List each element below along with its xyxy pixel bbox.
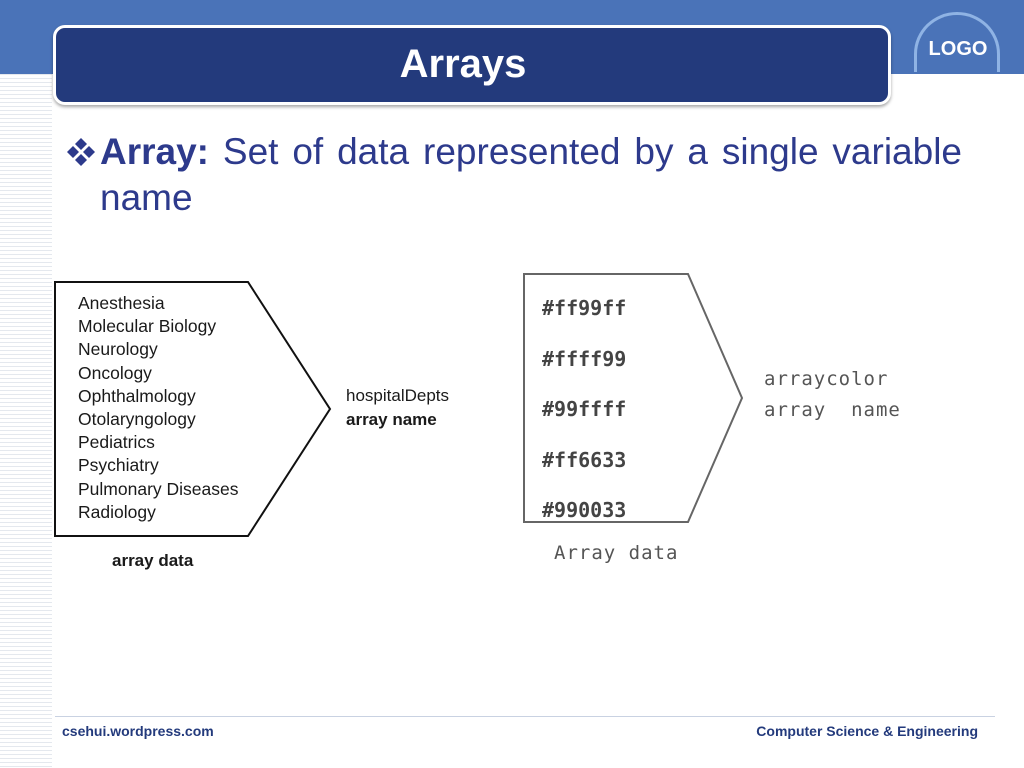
color-array-name-label: array name xyxy=(764,399,901,421)
four-diamond-bullet-icon xyxy=(67,138,95,166)
hospital-array-name-value: hospitalDepts xyxy=(346,386,450,405)
list-item: Psychiatry xyxy=(78,455,159,476)
logo: LOGO xyxy=(928,38,988,60)
list-item: Anesthesia xyxy=(78,293,165,313)
list-item: Oncology xyxy=(78,362,152,383)
slide-title: Arrays xyxy=(399,42,527,86)
footer-divider xyxy=(55,716,995,717)
footer-website: csehui.wordpress.com xyxy=(62,723,214,739)
list-item: #ff99ff xyxy=(542,296,627,320)
definition-term: Array: xyxy=(100,131,209,172)
list-item: Ophthalmology xyxy=(78,385,196,406)
hospital-array-shape xyxy=(54,281,332,537)
color-values-list: #ff99ff #ffff99 #99ffff #ff6633 #990033 xyxy=(542,283,626,536)
hospital-array-name-label: array name xyxy=(346,410,437,429)
footer-department: Computer Science & Engineering xyxy=(756,723,978,739)
hospital-depts-list: Anesthesia Molecular Biology Neurology O… xyxy=(78,292,238,524)
list-item: Radiology xyxy=(78,501,156,522)
list-item: Otolaryngology xyxy=(78,409,196,430)
color-array-shape xyxy=(523,273,744,523)
list-item: #ffff99 xyxy=(542,346,627,371)
hospital-array-data-label: array data xyxy=(112,551,194,570)
definition-text: Array: Set of data represented by a sing… xyxy=(100,129,962,221)
list-item: Pulmonary Diseases xyxy=(78,478,239,499)
list-item: #ff6633 xyxy=(542,447,627,472)
left-stripe-decoration xyxy=(0,74,52,768)
definition-body: Set of data represented by a single vari… xyxy=(100,131,962,218)
list-item: Molecular Biology xyxy=(78,316,217,337)
list-item: #99ffff xyxy=(542,397,627,421)
list-item: Neurology xyxy=(78,339,158,360)
color-array-data-label: Array data xyxy=(554,542,679,564)
list-item: Pediatrics xyxy=(78,432,155,453)
title-bar: Arrays xyxy=(53,25,891,105)
color-array-name-value: arraycolor xyxy=(764,368,889,390)
list-item: #990033 xyxy=(542,498,627,522)
